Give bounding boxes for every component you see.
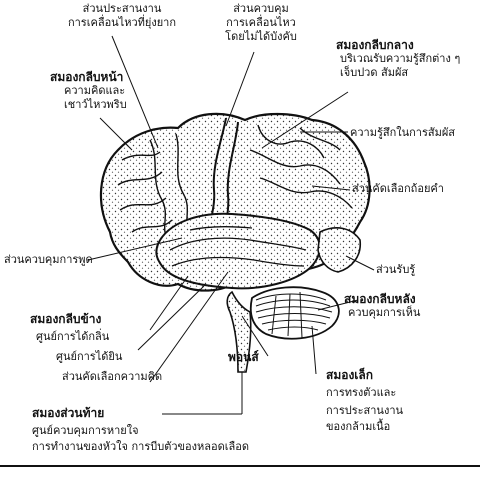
word-select-label: ส่วนคัดเลือกถ้อยคำ (352, 182, 444, 195)
motor-control-label: ส่วนควบคุม การเคลื่อนไหว โดยไม่ได้บังคับ (206, 2, 316, 44)
parietal-desc-line2: เจ็บปวด สัมผัส (340, 66, 409, 79)
brainstem-label: สมองส่วนท้าย ศูนย์ควบคุมการหายใจ การทำงา… (32, 406, 249, 454)
frontal-title: สมองกลีบหน้า (50, 70, 124, 84)
frontal-desc-line2: เชาว์ไหวพริบ (64, 98, 127, 111)
pons-label: พอนส์ (228, 350, 259, 364)
vision-label: ส่วนรับรู้ (376, 263, 416, 276)
occipital-title: สมองกลีบหลัง (344, 292, 416, 306)
frontal-label: สมองกลีบหน้า ความคิดและ เชาว์ไหวพริบ (50, 70, 127, 112)
parietal-label: สมองกลีบกลาง บริเวณรับความรู้สึกต่าง ๆ เ… (336, 38, 460, 80)
occipital-desc: ควบคุมการเห็น (348, 306, 421, 319)
temporal-desc-line3: ส่วนคัดเลือกความคิด (62, 370, 163, 383)
temporal-title: สมองกลีบข้าง (30, 312, 102, 326)
cerebellum-desc-line2: การประสานงาน (326, 404, 404, 417)
brainstem-title: สมองส่วนท้าย (32, 406, 105, 420)
temporal-label: สมองกลีบข้าง ศูนย์การได้กลิ่น ศูนย์การได… (30, 312, 162, 384)
speech-control-label: ส่วนควบคุมการพูด (4, 253, 93, 266)
occipital-label: สมองกลีบหลัง ควบคุมการเห็น (344, 292, 420, 320)
touch-sense-label: ความรู้สึกในการสัมผัส (350, 126, 456, 139)
parietal-gyri (208, 117, 353, 249)
motor-coordination-line1: ส่วนประสานงาน (82, 2, 162, 15)
occipital-lobe (317, 227, 362, 273)
bottom-rule (0, 465, 480, 467)
parietal-desc-line1: บริเวณรับความรู้สึกต่าง ๆ (340, 52, 461, 65)
temporal-lobe (155, 212, 321, 290)
motor-control-line3: โดยไม่ได้บังคับ (225, 30, 297, 43)
parietal-title: สมองกลีบกลาง (336, 38, 414, 52)
cerebellum-label: สมองเล็ก การทรงตัวและ การประสานงาน ของกล… (326, 368, 403, 434)
leader-lines (87, 35, 375, 415)
cerebellum-title: สมองเล็ก (326, 368, 374, 382)
motor-control-line1: ส่วนควบคุม (233, 2, 289, 15)
brainstem-desc-line2: การทำงานของหัวใจ การบีบตัวของหลอดเลือด (32, 440, 249, 453)
cerebellum-desc-line1: การทรงตัวและ (326, 386, 397, 399)
brainstem-desc-line1: ศูนย์ควบคุมการหายใจ (32, 424, 139, 437)
temporal-gyri (169, 226, 307, 267)
frontal-desc-line1: ความคิดและ (64, 84, 126, 97)
cerebellum-desc-line3: ของกล้ามเนื้อ (326, 420, 391, 433)
motor-coordination-line2: การเคลื่อนไหวที่ยุ่งยาก (67, 16, 177, 29)
temporal-desc-line1: ศูนย์การได้กลิ่น (36, 330, 110, 343)
motor-coordination-label: ส่วนประสานงาน การเคลื่อนไหวที่ยุ่งยาก (52, 2, 192, 30)
cerebellum (249, 286, 340, 340)
temporal-desc-line2: ศูนย์การได้ยิน (56, 350, 123, 363)
motor-control-line2: การเคลื่อนไหว (226, 16, 296, 29)
